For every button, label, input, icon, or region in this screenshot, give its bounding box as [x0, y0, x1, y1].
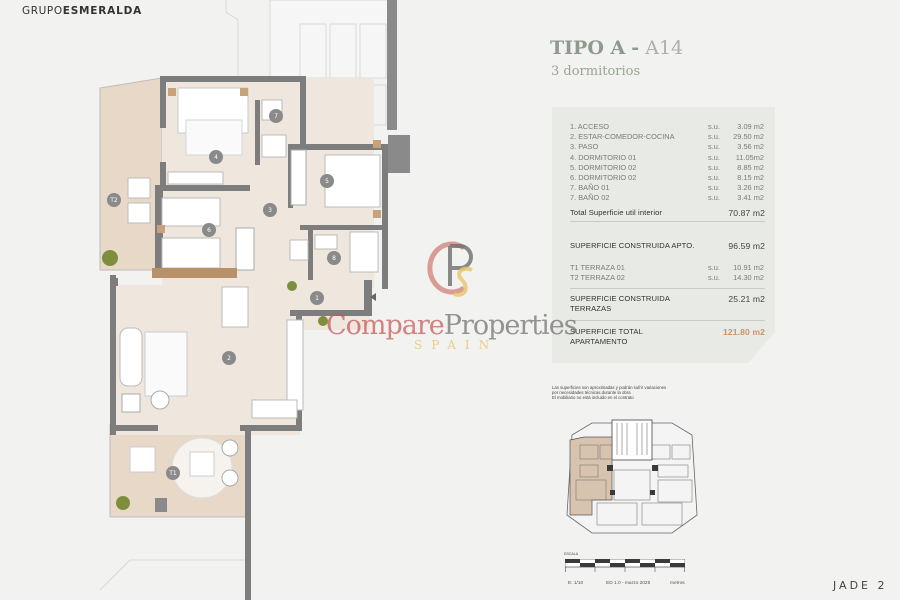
construida-apto-value: 96.59 m2 — [728, 241, 765, 251]
room-name: 7. BAÑO 01 — [570, 183, 610, 193]
room-label-2: 2 — [227, 355, 231, 362]
room-area: 3.26 m2 — [737, 183, 764, 193]
total-util-label: Total Superficie util interior — [570, 208, 663, 217]
room-unit: s.u. — [708, 193, 720, 203]
total-util-value: 70.87 m2 — [728, 208, 765, 218]
room-label-t2: T2 — [109, 197, 118, 204]
room-unit: s.u. — [708, 173, 720, 183]
terrace-name: T1 TERRAZA 01 — [570, 263, 625, 272]
room-row: 5. DORMITORIO 02 s.u. 8.85 m2 — [570, 163, 764, 173]
divider — [570, 288, 765, 289]
room-unit: s.u. — [708, 183, 720, 193]
total-apartamento-value: 121.80 m2 — [723, 327, 765, 337]
watermark-subtitle: SPAIN — [414, 338, 499, 352]
room-row: 4. DORMITORIO 01 s.u. 11.05m2 — [570, 153, 764, 163]
label-line-2: APARTAMENTO — [570, 336, 628, 346]
scale-units: metros — [670, 581, 685, 586]
room-row: 2. ESTAR-COMEDOR-COCINA s.u. 29.50 m2 — [570, 132, 764, 142]
room-row: 7. BAÑO 01 s.u. 3.26 m2 — [570, 183, 764, 193]
note-line: Las superficies son aproximadas y podrán… — [552, 385, 667, 390]
room-unit: s.u. — [708, 142, 720, 152]
room-label-8: 8 — [332, 255, 336, 262]
unit-type-title: TIPO A - A14 — [550, 37, 683, 59]
terrace-row: T2 TERRAZA 02 s.u. 14.30 m2 — [570, 273, 764, 283]
room-name: 7. BAÑO 02 — [570, 193, 610, 203]
scale-ratio: E: 1/10 — [568, 581, 584, 586]
note-line: por necesidades técnicas durante la obra — [552, 390, 631, 395]
building-key-plan — [566, 419, 698, 534]
room-label-4: 4 — [214, 154, 218, 161]
terrace-name: T2 TERRAZA 02 — [570, 273, 625, 283]
project-logo: JADE 2 — [833, 579, 888, 592]
edition-date: ED 1.0 - marzo 2025 — [606, 581, 651, 586]
room-name: 1. ACCESO — [570, 122, 610, 131]
room-row: 7. BAÑO 02 s.u. 3.41 m2 — [570, 193, 764, 203]
title-separator: - — [631, 37, 640, 59]
unit-code: A14 — [645, 37, 684, 59]
label-line-1: SUPERFICIE CONSTRUIDA — [570, 294, 670, 303]
brand-logo: GRUPOESMERALDA — [22, 5, 142, 17]
watermark-monogram-icon — [427, 241, 473, 297]
room-unit: s.u. — [708, 152, 720, 162]
room-name: 4. DORMITORIO 01 — [570, 152, 637, 162]
terrace-area: 10.91 m2 — [733, 263, 764, 272]
total-util-row: Total Superficie util interior 70.87 m2 — [570, 208, 765, 218]
floor-plan: 4 7 5 3 6 8 1 2 T1 T2 — [99, 0, 410, 600]
room-name: 5. DORMITORIO 02 — [570, 162, 637, 172]
type-label: TIPO A — [550, 37, 626, 59]
room-area: 3.09 m2 — [737, 122, 764, 131]
scale-title: ESCALA — [564, 552, 579, 556]
room-label-1: 1 — [315, 295, 319, 302]
room-name: 6. DORMITORIO 02 — [570, 173, 637, 183]
watermark-text: CompareProperties — [326, 310, 578, 341]
room-unit: s.u. — [708, 122, 720, 131]
watermark-word-2: Properties — [443, 310, 578, 341]
terrace-list: T1 TERRAZA 01 s.u. 10.91 m2 T2 TERRAZA 02 s… — [570, 263, 764, 283]
brand-name: ESMERALDA — [62, 5, 143, 17]
disclaimer-notes: Las superficies son aproximadas y podrán… — [552, 385, 666, 400]
construida-apto-label: SUPERFICIE CONSTRUIDA APTO. — [570, 241, 695, 250]
room-label-6: 6 — [207, 227, 211, 234]
note-line: El mobiliario no está incluido en el con… — [552, 395, 634, 400]
room-area: 8.15 m2 — [737, 173, 764, 183]
room-unit: s.u. — [708, 162, 720, 172]
terrace-unit: s.u. — [708, 273, 720, 283]
divider — [570, 320, 765, 321]
bedrooms-count: 3 dormitorios — [551, 64, 641, 79]
brand-prefix: GRUPO — [22, 5, 63, 17]
watermark-word-1: Compare — [326, 310, 445, 341]
scale-bar — [565, 559, 685, 572]
room-row: 1. ACCESO s.u. 3.09 m2 — [570, 122, 764, 132]
room-area: 3.56 m2 — [737, 142, 764, 152]
terrace-area: 14.30 m2 — [733, 273, 764, 283]
room-unit: s.u. — [708, 132, 720, 142]
surface-table: 1. ACCESO s.u. 3.09 m2 2. ESTAR-COMEDOR-CO… — [552, 107, 775, 363]
room-area: 3.41 m2 — [737, 193, 764, 203]
room-list: 1. ACCESO s.u. 3.09 m2 2. ESTAR-COMEDOR-CO… — [570, 122, 764, 204]
terrace-unit: s.u. — [708, 263, 720, 272]
terrace-row: T1 TERRAZA 01 s.u. 10.91 m2 — [570, 263, 764, 273]
room-area: 11.05m2 — [735, 152, 764, 162]
room-row: 3. PASO s.u. 3.56 m2 — [570, 142, 764, 152]
label-line-1: SUPERFICIE TOTAL — [570, 327, 643, 336]
construida-terrazas-value: 25.21 m2 — [728, 294, 765, 304]
construida-apto-row: SUPERFICIE CONSTRUIDA APTO. 96.59 m2 — [570, 241, 765, 251]
room-label-t1: T1 — [168, 470, 177, 477]
room-name: 2. ESTAR-COMEDOR-COCINA — [570, 132, 675, 142]
room-name: 3. PASO — [570, 142, 599, 152]
label-line-2: TERRAZAS — [570, 303, 612, 313]
divider — [570, 221, 765, 222]
room-area: 8.85 m2 — [737, 162, 764, 172]
room-label-7: 7 — [274, 113, 278, 120]
room-label-3: 3 — [268, 207, 272, 214]
room-label-5: 5 — [325, 178, 329, 185]
room-row: 6. DORMITORIO 02 s.u. 8.15 m2 — [570, 173, 764, 183]
room-area: 29.50 m2 — [733, 132, 764, 142]
